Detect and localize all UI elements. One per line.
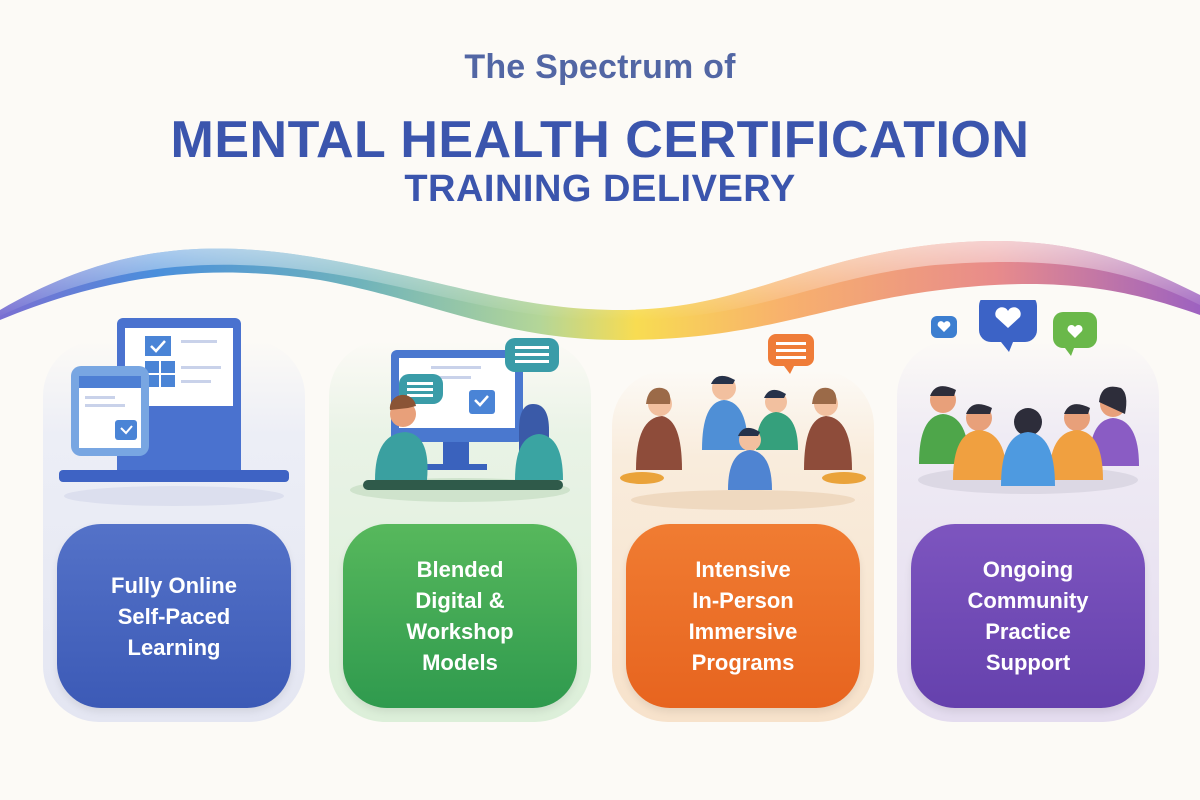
label-line: Immersive: [688, 619, 798, 644]
card-fully-online: Fully Online Self-Paced Learning: [43, 318, 305, 722]
card-community: Ongoing Community Practice Support: [897, 300, 1159, 722]
laptop-tablet-icon: [59, 318, 289, 506]
card-label-community: Ongoing Community Practice Support: [911, 524, 1145, 708]
label-line: Self-Paced: [117, 603, 231, 629]
label-line: Learning: [127, 634, 221, 660]
label-line: Ongoing: [982, 557, 1074, 582]
card-label-blended: Blended Digital & Workshop Models: [343, 524, 577, 708]
card-blended: Blended Digital & Workshop Models: [329, 338, 591, 722]
label-line: Practice: [985, 619, 1071, 644]
label-line: In-Person: [692, 588, 794, 613]
label-line: Support: [985, 650, 1071, 675]
card-label-in-person: Intensive In-Person Immersive Programs: [626, 524, 860, 708]
label-line: Fully Online: [111, 572, 237, 598]
label-line: Blended: [416, 557, 504, 582]
label-line: Digital &: [415, 588, 505, 613]
page-subtitle: TRAINING DELIVERY: [404, 168, 796, 210]
label-line: Models: [422, 650, 498, 675]
spectrum-wave: [0, 241, 1200, 340]
card-in-person: Intensive In-Person Immersive Programs: [612, 334, 874, 722]
monitor-people-chat-icon: [350, 338, 570, 502]
label-line: Programs: [691, 650, 795, 675]
header-kicker: The Spectrum of: [464, 48, 736, 86]
card-label-fully-online: Fully Online Self-Paced Learning: [57, 524, 291, 708]
page-title: MENTAL HEALTH CERTIFICATION: [170, 111, 1030, 169]
label-line: Community: [967, 588, 1089, 613]
community-hearts-icon: [918, 300, 1139, 494]
label-line: Workshop: [406, 619, 514, 644]
label-line: Intensive: [695, 557, 791, 582]
group-seated-circle-icon: [620, 334, 866, 510]
